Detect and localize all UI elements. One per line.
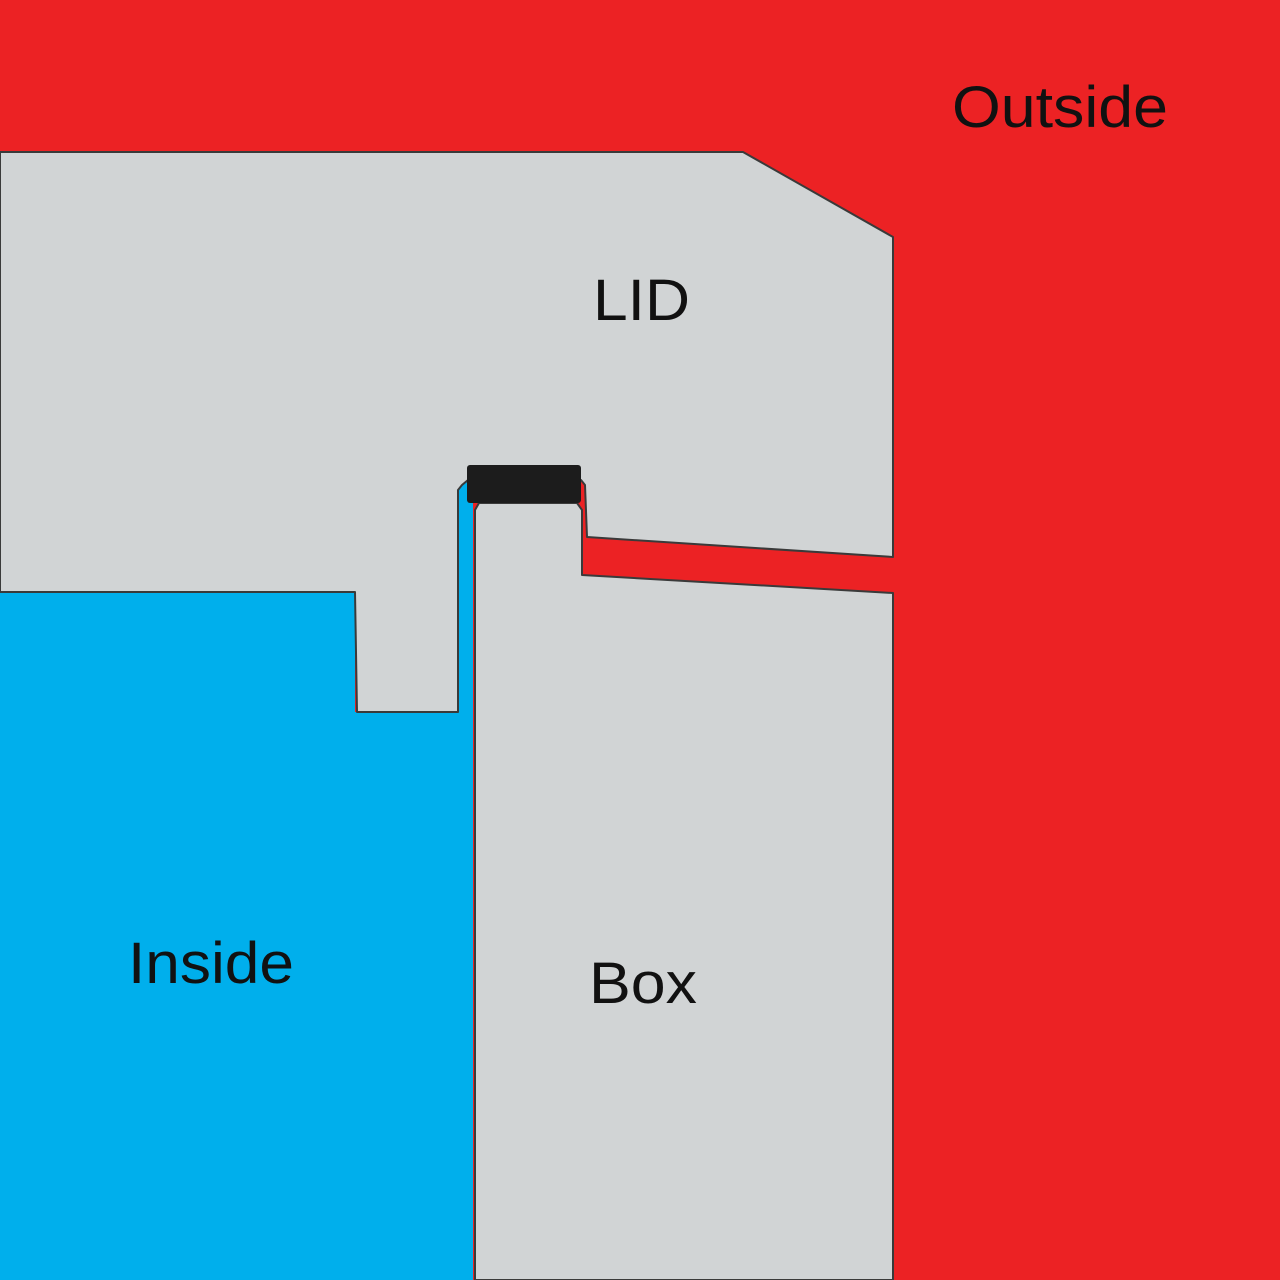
- seal-gasket: [467, 465, 581, 503]
- inside-region: [0, 480, 473, 1280]
- box-part: [474, 502, 894, 1280]
- box-label: Box: [589, 951, 697, 1016]
- inside-label: Inside: [128, 931, 294, 996]
- lid-label: LID: [593, 268, 690, 333]
- outside-label: Outside: [952, 75, 1168, 140]
